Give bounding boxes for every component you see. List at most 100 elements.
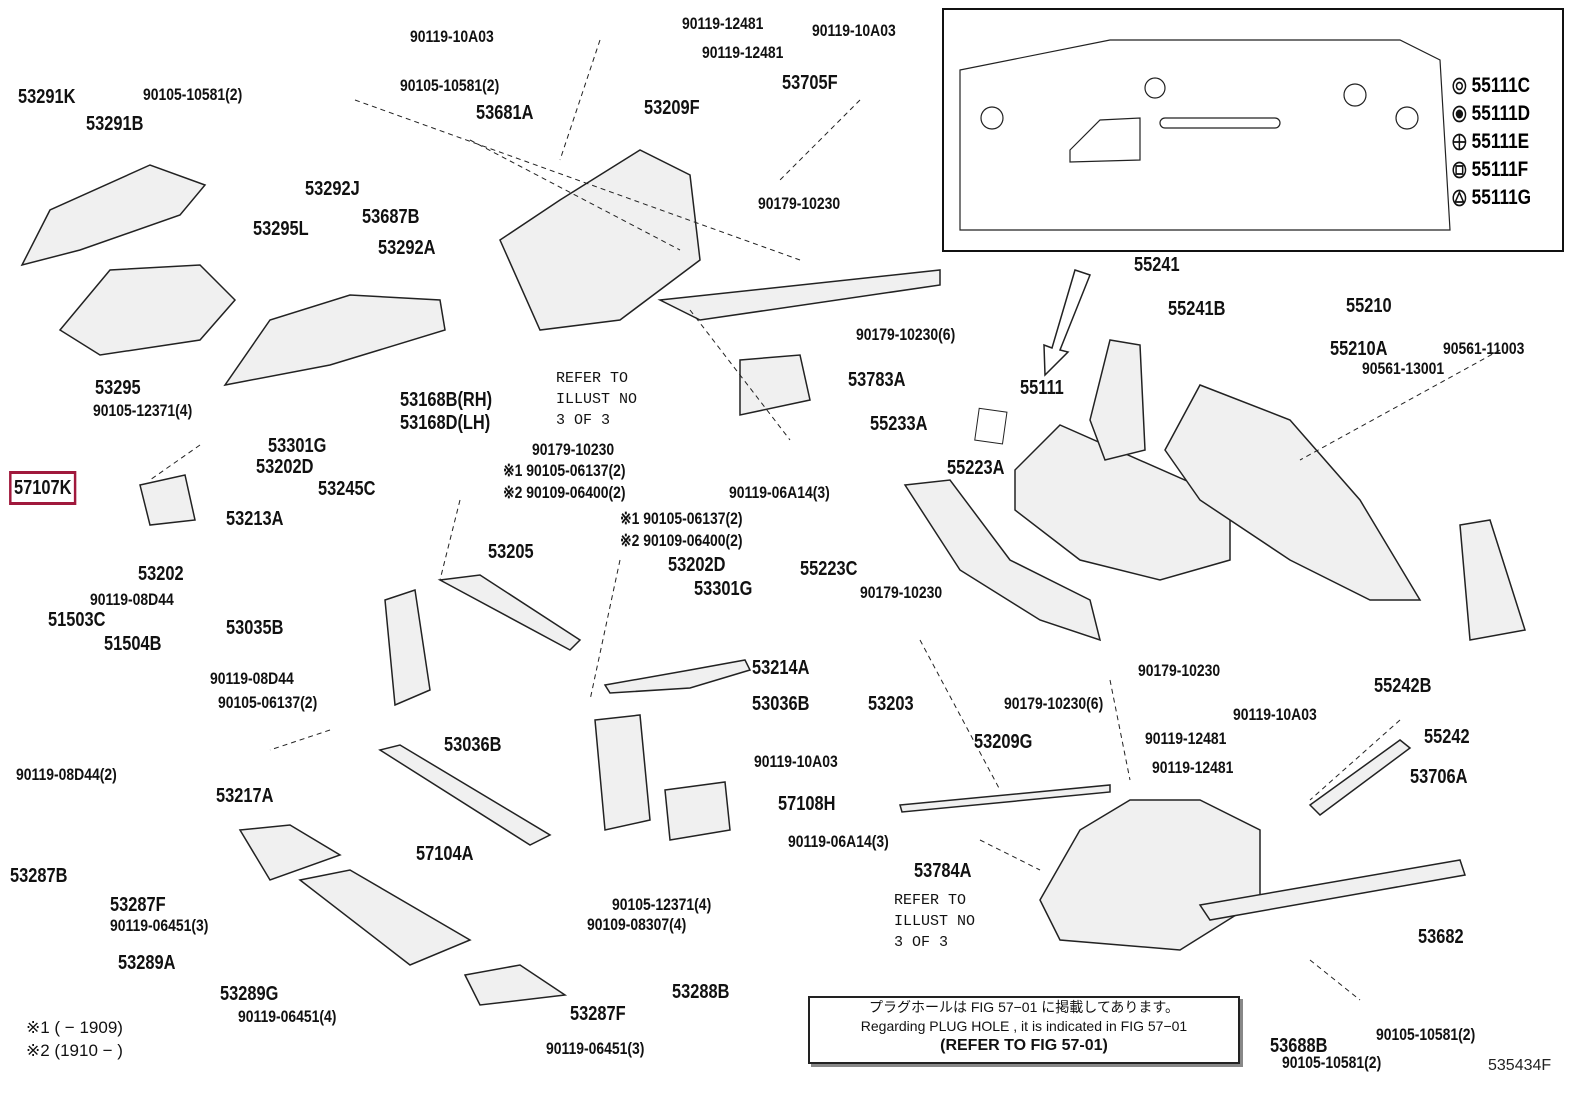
part-label-90179-10230[interactable]: 90179-10230 xyxy=(860,583,943,602)
part-label-90119-12481[interactable]: 90119-12481 xyxy=(1145,729,1227,748)
part-label-90119-10a03[interactable]: 90119-10A03 xyxy=(812,21,896,40)
part-label-53289g[interactable]: 53289G xyxy=(220,983,279,1005)
part-label-90119-12481[interactable]: 90119-12481 xyxy=(1152,758,1234,777)
part-label-53205[interactable]: 53205 xyxy=(488,541,534,563)
part-label-55210a[interactable]: 55210A xyxy=(1330,338,1388,360)
part-label-53202[interactable]: 53202 xyxy=(138,563,184,585)
part-label-53202d[interactable]: 53202D xyxy=(256,456,314,478)
part-label-90119-08d44[interactable]: 90119-08D44 xyxy=(90,590,174,609)
part-label-90105-10581-2[interactable]: 90105-10581(2) xyxy=(1376,1025,1476,1044)
part-label-2-90109-06400-2[interactable]: ※2 90109-06400(2) xyxy=(503,483,626,502)
legend-label[interactable]: 55111G xyxy=(1471,186,1532,209)
part-label-55210[interactable]: 55210 xyxy=(1346,295,1392,317)
part-label-53301g[interactable]: 53301G xyxy=(268,435,327,457)
part-label-90119-10a03[interactable]: 90119-10A03 xyxy=(410,27,494,46)
part-label-55233a[interactable]: 55233A xyxy=(870,413,928,435)
part-label-90119-10a03[interactable]: 90119-10A03 xyxy=(1233,705,1317,724)
part-label-53202d[interactable]: 53202D xyxy=(668,554,726,576)
part-label-90179-10230[interactable]: 90179-10230 xyxy=(1138,661,1221,680)
part-label-90561-11003[interactable]: 90561-11003 xyxy=(1443,339,1525,358)
part-label-53681a[interactable]: 53681A xyxy=(476,102,534,124)
part-label-53209f[interactable]: 53209F xyxy=(644,97,700,119)
part-label-53706a[interactable]: 53706A xyxy=(1410,766,1468,788)
part-label-90179-10230-6[interactable]: 90179-10230(6) xyxy=(856,325,956,344)
part-label-90119-06a14-3[interactable]: 90119-06A14(3) xyxy=(729,483,830,502)
part-label-90105-10581-2[interactable]: 90105-10581(2) xyxy=(1282,1053,1382,1072)
part-label-2-90109-06400-2[interactable]: ※2 90109-06400(2) xyxy=(620,531,743,550)
part-label-53288b[interactable]: 53288B xyxy=(672,981,730,1003)
part-label-57108h[interactable]: 57108H xyxy=(778,793,836,815)
part-label-55111[interactable]: 55111 xyxy=(1020,377,1064,399)
part-label-53287b[interactable]: 53287B xyxy=(10,865,68,887)
part-label-53301g[interactable]: 53301G xyxy=(694,578,753,600)
part-label-90179-10230[interactable]: 90179-10230 xyxy=(758,194,841,213)
part-label-53287f[interactable]: 53287F xyxy=(570,1003,626,1025)
part-label-90179-10230-6[interactable]: 90179-10230(6) xyxy=(1004,694,1104,713)
note-ref[interactable]: (REFER TO FIG 57-01) xyxy=(940,1037,1108,1054)
part-label-90105-12371-4[interactable]: 90105-12371(4) xyxy=(612,895,712,914)
part-label-90119-06451-3[interactable]: 90119-06451(3) xyxy=(110,916,209,935)
part-label-90105-12371-4[interactable]: 90105-12371(4) xyxy=(93,401,193,420)
part-side-member-left xyxy=(657,269,941,321)
part-label-90119-08d44[interactable]: 90119-08D44 xyxy=(210,669,294,688)
part-label-1-90105-06137-2[interactable]: ※1 90105-06137(2) xyxy=(503,461,626,480)
part-label-53287f[interactable]: 53287F xyxy=(110,894,166,916)
part-label-90109-08307-4[interactable]: 90109-08307(4) xyxy=(587,915,687,934)
part-57104a-shape xyxy=(378,744,552,846)
part-label-53687b[interactable]: 53687B xyxy=(362,206,420,228)
part-label-51504b[interactable]: 51504B xyxy=(104,633,162,655)
part-label-90105-10581-2[interactable]: 90105-10581(2) xyxy=(400,76,500,95)
part-label-55223c[interactable]: 55223C xyxy=(800,558,858,580)
part-label-53784a[interactable]: 53784A xyxy=(914,860,972,882)
part-label-90119-06a14-3[interactable]: 90119-06A14(3) xyxy=(788,832,889,851)
part-label-53213a[interactable]: 53213A xyxy=(226,508,284,530)
part-label-53682[interactable]: 53682 xyxy=(1418,926,1464,948)
legend-label[interactable]: 55111F xyxy=(1471,158,1529,181)
part-label-53295l[interactable]: 53295L xyxy=(253,218,309,240)
legend-label[interactable]: 55111C xyxy=(1471,74,1531,97)
part-label-90119-06451-3[interactable]: 90119-06451(3) xyxy=(546,1039,645,1058)
part-side-member-right xyxy=(1198,859,1466,921)
triangle-circle-icon xyxy=(1452,189,1467,207)
part-label-57104a[interactable]: 57104A xyxy=(416,843,474,865)
part-label-90119-12481[interactable]: 90119-12481 xyxy=(682,14,764,33)
part-label-53245c[interactable]: 53245C xyxy=(318,478,376,500)
part-label-53214a[interactable]: 53214A xyxy=(752,657,810,679)
part-label-51503c[interactable]: 51503C xyxy=(48,609,106,631)
part-label-90119-06451-4[interactable]: 90119-06451(4) xyxy=(238,1007,337,1026)
part-label-53783a[interactable]: 53783A xyxy=(848,369,906,391)
part-label-90119-12481[interactable]: 90119-12481 xyxy=(702,43,784,62)
inset-dash-panel-outline xyxy=(959,39,1451,231)
part-label-90119-08d44-2[interactable]: 90119-08D44(2) xyxy=(16,765,117,784)
part-label-53688b[interactable]: 53688B xyxy=(1270,1035,1328,1057)
part-label-53705f[interactable]: 53705F xyxy=(782,72,838,94)
legend-label[interactable]: 55111D xyxy=(1471,102,1531,125)
legend-label[interactable]: 55111E xyxy=(1471,130,1530,153)
part-label-53289a[interactable]: 53289A xyxy=(118,952,176,974)
part-label-53291k[interactable]: 53291K xyxy=(18,86,76,108)
part-label-53292j[interactable]: 53292J xyxy=(305,178,360,200)
part-label-55241b[interactable]: 55241B xyxy=(1168,298,1226,320)
part-label-90119-10a03[interactable]: 90119-10A03 xyxy=(754,752,838,771)
part-label-55242b[interactable]: 55242B xyxy=(1374,675,1432,697)
part-label-53168d-lh[interactable]: 53168D(LH) xyxy=(400,412,491,434)
part-label-1-90105-06137-2[interactable]: ※1 90105-06137(2) xyxy=(620,509,743,528)
part-label-90561-13001[interactable]: 90561-13001 xyxy=(1362,359,1445,378)
part-label-53036b[interactable]: 53036B xyxy=(444,734,502,756)
part-label-55242[interactable]: 55242 xyxy=(1424,726,1470,748)
part-label-53168b-rh[interactable]: 53168B(RH) xyxy=(400,389,493,411)
part-label-53036b[interactable]: 53036B xyxy=(752,693,810,715)
part-label-53292a[interactable]: 53292A xyxy=(378,237,436,259)
part-label-90179-10230[interactable]: 90179-10230 xyxy=(532,440,615,459)
part-label-55223a[interactable]: 55223A xyxy=(947,457,1005,479)
part-label-53035b[interactable]: 53035B xyxy=(226,617,284,639)
part-label-57107k[interactable]: 57107K xyxy=(9,471,77,505)
part-label-53291b[interactable]: 53291B xyxy=(86,113,144,135)
part-label-90105-10581-2[interactable]: 90105-10581(2) xyxy=(143,85,243,104)
part-label-53203[interactable]: 53203 xyxy=(868,693,914,715)
part-label-53209g[interactable]: 53209G xyxy=(974,731,1033,753)
part-label-90105-06137-2[interactable]: 90105-06137(2) xyxy=(218,693,318,712)
part-label-53295[interactable]: 53295 xyxy=(95,377,141,399)
part-label-53217a[interactable]: 53217A xyxy=(216,785,274,807)
part-label-55241[interactable]: 55241 xyxy=(1134,254,1180,276)
